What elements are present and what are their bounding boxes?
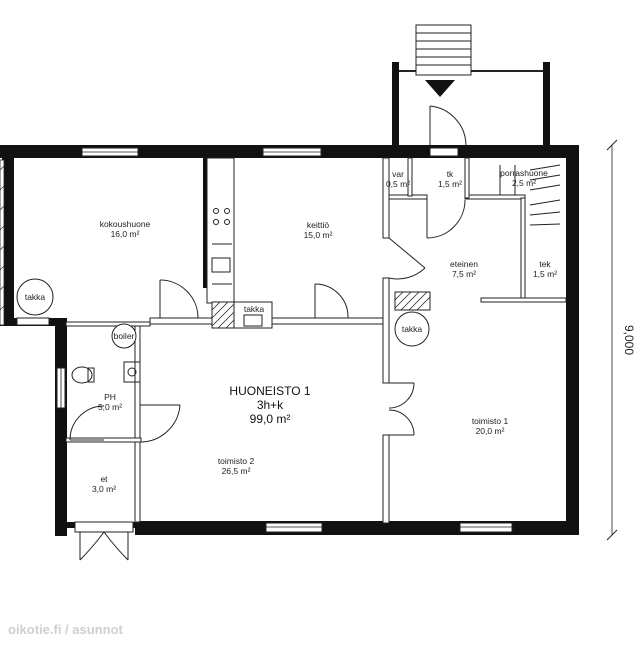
room-name-keittio: keittiö xyxy=(307,220,329,230)
room-area-kokoushuone: 16,0 m² xyxy=(111,229,140,239)
apartment-name: HUONEISTO 1 xyxy=(229,384,310,398)
windows xyxy=(16,147,513,533)
room-name-porrashuone: porrashuone xyxy=(500,168,548,178)
room-area-keittio: 15,0 m² xyxy=(304,230,333,240)
takka-label-2: takka xyxy=(244,304,265,314)
room-name-eteinen: eteinen xyxy=(450,259,478,269)
fireplace-hatches xyxy=(211,291,431,329)
room-area-tk: 1,5 m² xyxy=(438,179,462,189)
boiler-label: boiler xyxy=(114,331,135,341)
fixture-circles xyxy=(16,278,430,349)
room-name-tk: tk xyxy=(447,169,454,179)
watermark: oikotie.fi / asunnot xyxy=(8,622,124,637)
interior-walls xyxy=(65,157,567,524)
room-area-ph: 5,0 m² xyxy=(98,402,122,412)
room-area-var: 0,5 m² xyxy=(386,179,410,189)
room-area-et: 3,0 m² xyxy=(92,484,116,494)
room-area-toimisto2: 26,5 m² xyxy=(222,466,251,476)
dimension-label: 9,000 xyxy=(622,325,636,355)
takka-label-3: takka xyxy=(402,324,423,334)
dimension: 9,000 xyxy=(606,139,636,541)
room-labels: kokoushuone 16,0 m² keittiö 15,0 m² var … xyxy=(92,168,557,494)
room-area-porrashuone: 2,5 m² xyxy=(512,178,536,188)
room-area-eteinen: 7,5 m² xyxy=(452,269,476,279)
takka-label-1: takka xyxy=(25,292,46,302)
doors xyxy=(69,198,466,561)
room-name-toimisto1: toimisto 1 xyxy=(472,416,509,426)
room-name-toimisto2: toimisto 2 xyxy=(218,456,255,466)
kitchen-counter xyxy=(206,157,235,304)
room-name-et: et xyxy=(100,474,108,484)
apartment-summary: HUONEISTO 1 3h+k 99,0 m² xyxy=(229,384,310,426)
room-area-toimisto1: 20,0 m² xyxy=(476,426,505,436)
room-name-tek: tek xyxy=(539,259,551,269)
apartment-type: 3h+k xyxy=(257,398,284,412)
stair-tower xyxy=(399,24,561,226)
room-name-var: var xyxy=(392,169,404,179)
room-name-ph: PH xyxy=(104,392,116,402)
apartment-area: 99,0 m² xyxy=(250,412,291,426)
bathroom-fixtures xyxy=(71,361,141,384)
left-hatch xyxy=(0,159,5,326)
fixture-labels: takka takka takka boiler xyxy=(25,292,423,341)
room-name-kokoushuone: kokoushuone xyxy=(100,219,151,229)
room-area-tek: 1,5 m² xyxy=(533,269,557,279)
